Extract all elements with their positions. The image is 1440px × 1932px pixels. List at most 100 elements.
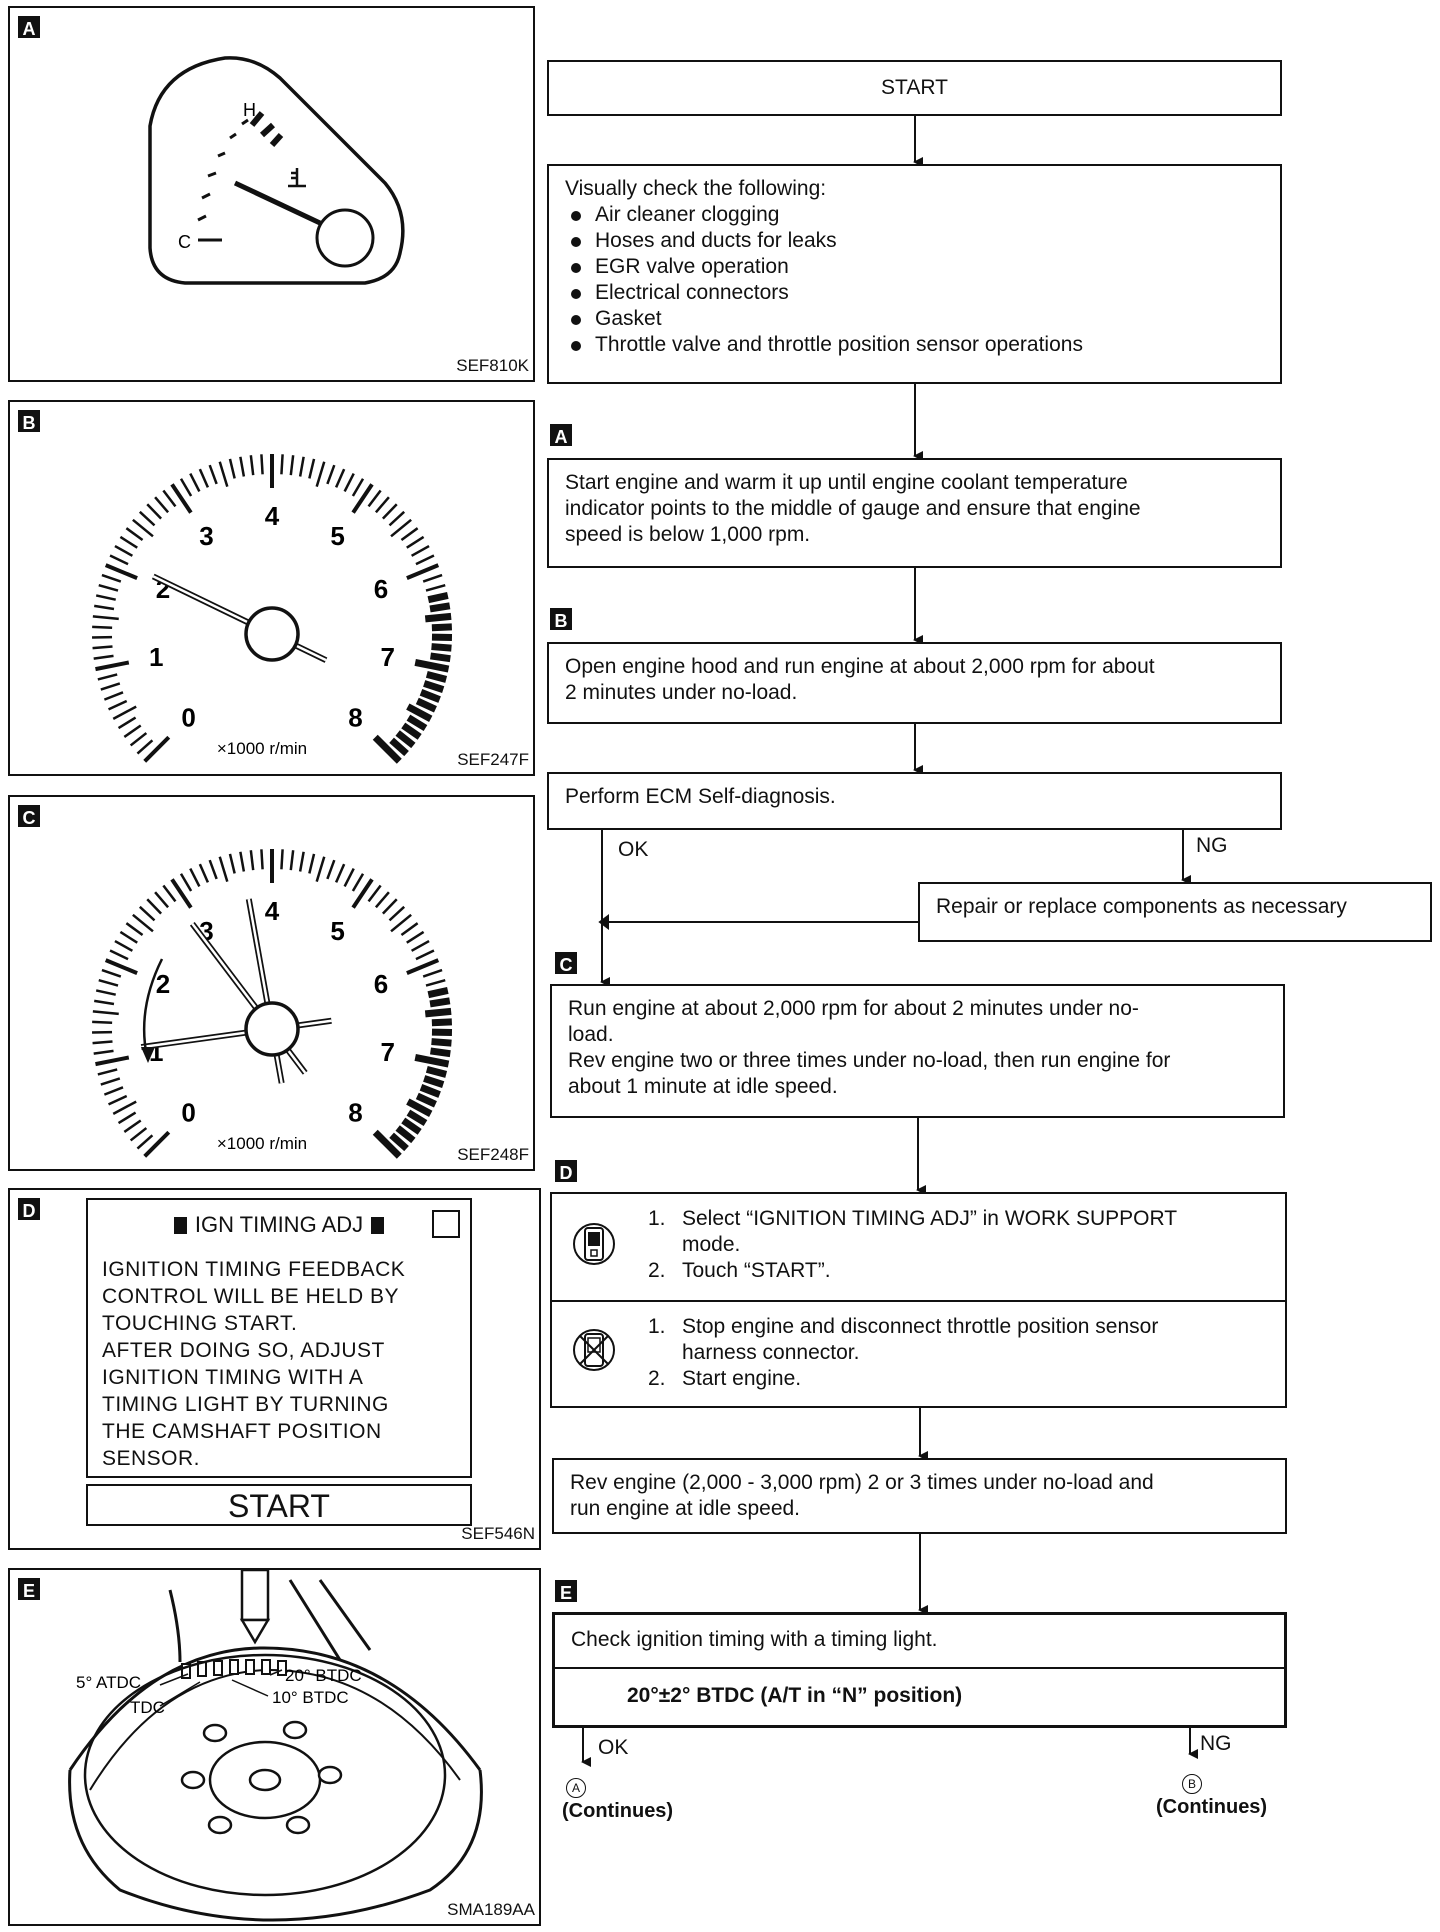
tach-hub bbox=[244, 606, 300, 662]
step-d-without-consult-item-text: Start engine. bbox=[682, 1367, 802, 1390]
tach-tick bbox=[406, 930, 425, 944]
tach-tick bbox=[351, 878, 374, 909]
tach-tick bbox=[162, 489, 177, 508]
tach-tick bbox=[381, 898, 398, 915]
step-e-box: Check ignition timing with a timing ligh… bbox=[552, 1612, 1287, 1728]
tach-tick bbox=[198, 468, 210, 488]
tach-tick bbox=[94, 604, 115, 611]
tach-unit-label: ×1000 r/min bbox=[217, 1134, 307, 1153]
tach-number: 2 bbox=[156, 969, 170, 999]
figure-b-tag: B bbox=[18, 410, 40, 433]
figure-d-ref: SEF546N bbox=[461, 1524, 535, 1543]
no-consult-tool-icon bbox=[573, 1329, 615, 1371]
step-d-without-consult-item: 1.Stop engine and disconnect throttle po… bbox=[648, 1314, 1269, 1366]
step-d-tag: D bbox=[555, 1160, 577, 1183]
tach-tick bbox=[422, 968, 443, 978]
tach-tick bbox=[95, 1055, 130, 1067]
tach-tick bbox=[239, 851, 246, 872]
consult-message-line: SENSOR. bbox=[102, 1447, 201, 1470]
tach-tick bbox=[138, 905, 156, 922]
tach-tick bbox=[95, 660, 130, 672]
tach-number: 4 bbox=[265, 896, 280, 926]
consult-start-button[interactable]: START bbox=[86, 1484, 472, 1526]
repair-box: Repair or replace components as necessar… bbox=[918, 882, 1432, 942]
tach-tick bbox=[289, 850, 295, 871]
consult-message-line: THE CAMSHAFT POSITION bbox=[102, 1420, 382, 1443]
tach-tick bbox=[154, 891, 170, 909]
tach-number: 3 bbox=[199, 521, 213, 551]
figure-b-ref: SEF247F bbox=[457, 750, 529, 769]
tach-tick bbox=[298, 456, 305, 477]
tach-tick bbox=[415, 697, 437, 713]
tach-tick bbox=[119, 535, 138, 549]
tach-tick bbox=[429, 602, 451, 613]
tach-tick bbox=[308, 853, 316, 874]
tach-tick bbox=[367, 884, 382, 903]
tach-tick bbox=[92, 625, 113, 629]
step-d-box: 1.Select “IGNITION TIMING ADJ” in WORK S… bbox=[550, 1192, 1287, 1408]
tach-tick bbox=[189, 868, 201, 888]
step-e-ng-label: NG bbox=[1200, 1732, 1232, 1755]
tach-tick bbox=[425, 583, 446, 592]
consult-screen-title: IGN TIMING ADJ bbox=[88, 1212, 470, 1238]
tach-tick bbox=[143, 1130, 171, 1158]
step-a-line: indicator points to the middle of gauge … bbox=[565, 497, 1141, 520]
tach-number: 8 bbox=[348, 1097, 362, 1127]
tach-tick bbox=[179, 478, 193, 497]
tach-tick bbox=[400, 527, 419, 541]
step-d-with-consult-item-number: 1. bbox=[648, 1207, 666, 1230]
tach-tick bbox=[189, 473, 201, 493]
consult-message-line: TOUCHING START. bbox=[102, 1312, 298, 1335]
step-e-tag: E bbox=[555, 1580, 577, 1603]
tach-unit-label: ×1000 r/min bbox=[217, 739, 307, 758]
tach-tick bbox=[406, 1109, 428, 1127]
tach-tick bbox=[429, 997, 451, 1008]
tach-tick bbox=[109, 949, 129, 961]
step-b-tag: B bbox=[550, 608, 572, 631]
tach-tick bbox=[132, 913, 154, 933]
continues-b-label: (Continues) bbox=[1156, 1796, 1268, 1818]
tach-tick bbox=[179, 873, 193, 892]
rev-engine-line: run engine at idle speed. bbox=[570, 1497, 801, 1520]
continues-a: A (Continues) bbox=[562, 1778, 692, 1823]
tach-tick bbox=[92, 1010, 119, 1016]
tach-tick bbox=[98, 583, 119, 592]
start-box: START bbox=[547, 60, 1282, 116]
tach-tick bbox=[390, 913, 412, 933]
tach-tick bbox=[374, 891, 390, 909]
tach-tick bbox=[136, 739, 154, 755]
tach-tick bbox=[129, 732, 148, 747]
consult-message-line: IGNITION TIMING WITH A bbox=[102, 1366, 364, 1389]
tach-tick bbox=[431, 623, 452, 632]
tach-tick bbox=[154, 496, 170, 514]
tach-tick bbox=[431, 1038, 452, 1047]
step-e-spec: 20°±2° BTDC (A/T in “N” position) bbox=[627, 1684, 963, 1707]
step-d-with-consult-item-number: 2. bbox=[648, 1259, 666, 1282]
tach-tick bbox=[136, 1134, 154, 1150]
visual-check-item: Air cleaner clogging bbox=[565, 202, 1264, 228]
figure-c-tag: C bbox=[18, 805, 40, 828]
visual-check-item: EGR valve operation bbox=[565, 254, 1264, 280]
tach-tick bbox=[117, 716, 137, 730]
figure-d-tag: D bbox=[18, 1198, 40, 1221]
consult-screen-checkbox[interactable] bbox=[432, 1210, 460, 1238]
step-c-tag: C bbox=[555, 952, 577, 975]
tach-tick bbox=[98, 978, 119, 987]
tach-tick bbox=[129, 1127, 148, 1142]
self-diag-ok-label: OK bbox=[618, 838, 649, 861]
rev-engine-line: Rev engine (2,000 - 3,000 rpm) 2 or 3 ti… bbox=[570, 1471, 1154, 1494]
tach-tick bbox=[406, 714, 428, 732]
tach-tick bbox=[406, 563, 440, 580]
mark-20-btdc: 20° BTDC bbox=[285, 1666, 362, 1685]
tach-tick bbox=[406, 703, 433, 722]
tach-tick bbox=[430, 652, 451, 663]
tach-tick bbox=[260, 454, 264, 475]
tach-tick bbox=[326, 859, 336, 880]
tach-tick bbox=[414, 659, 450, 673]
tach-tick bbox=[119, 930, 138, 944]
step-d-without-consult-item-number: 1. bbox=[648, 1315, 666, 1338]
tach-tick bbox=[132, 518, 154, 538]
